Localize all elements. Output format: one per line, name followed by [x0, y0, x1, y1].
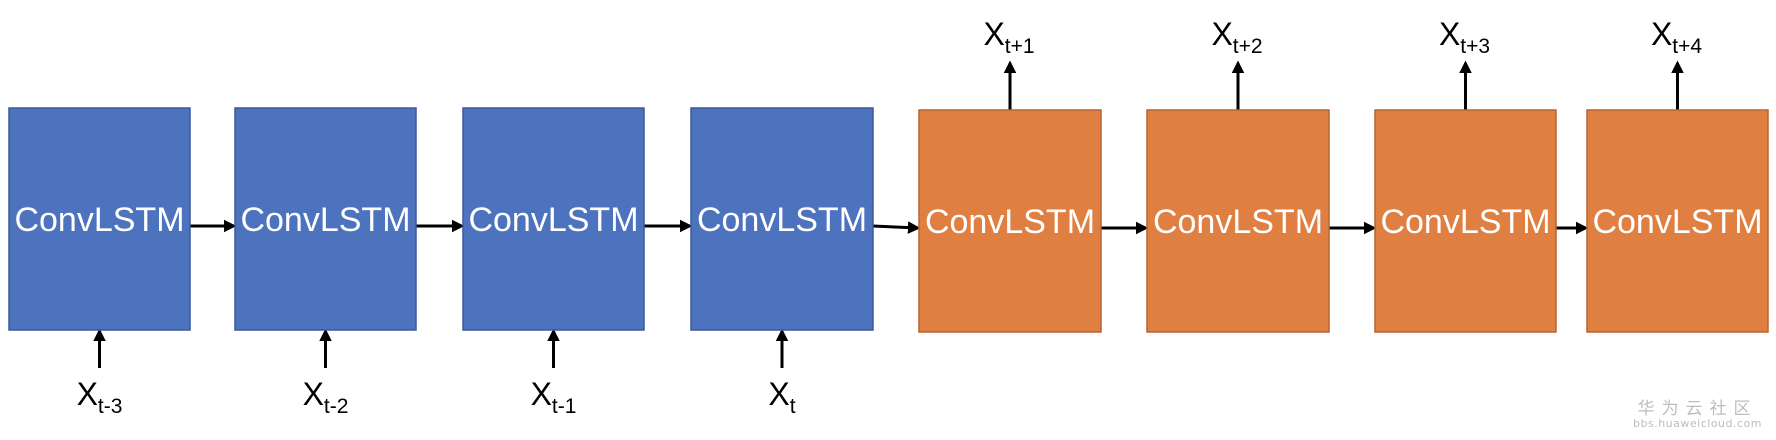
var-base: X — [1439, 16, 1460, 52]
var-base: X — [768, 376, 789, 412]
output-label-4: Xt+4 — [1651, 16, 1702, 58]
output-label-2: Xt+2 — [1211, 16, 1262, 58]
input-label-2: Xt-2 — [303, 376, 349, 418]
output-label-1: Xt+1 — [983, 16, 1034, 58]
convlstm-cell-2: ConvLSTM — [234, 107, 417, 331]
convlstm-cell-8: ConvLSTM — [1586, 109, 1769, 333]
input-label-1: Xt-3 — [77, 376, 123, 418]
cell-label: ConvLSTM — [1153, 203, 1323, 241]
var-base: X — [1651, 16, 1672, 52]
convlstm-cell-4: ConvLSTM — [690, 107, 874, 331]
cell-label: ConvLSTM — [1592, 203, 1762, 241]
var-subscript: t-3 — [98, 395, 123, 418]
var-base: X — [983, 16, 1004, 52]
cell-label: ConvLSTM — [14, 201, 184, 239]
cell-label: ConvLSTM — [697, 201, 867, 239]
var-base: X — [1211, 16, 1232, 52]
var-subscript: t+4 — [1672, 35, 1702, 58]
var-subscript: t+1 — [1005, 35, 1035, 58]
watermark-title: 华为云社区 — [1637, 398, 1758, 419]
var-base: X — [77, 376, 98, 412]
output-label-3: Xt+3 — [1439, 16, 1490, 58]
watermark-url: bbs.huaweicloud.com — [1633, 417, 1762, 431]
convlstm-cell-6: ConvLSTM — [1146, 109, 1330, 333]
input-label-3: Xt-1 — [531, 376, 577, 418]
cell-box — [1374, 109, 1557, 333]
convlstm-cell-3: ConvLSTM — [462, 107, 645, 331]
convlstm-cell-5: ConvLSTM — [918, 109, 1102, 333]
cell-box — [1586, 109, 1769, 333]
var-subscript: t-1 — [552, 395, 577, 418]
cell-box — [8, 107, 191, 331]
cell-box — [918, 109, 1102, 333]
cell-label: ConvLSTM — [468, 201, 638, 239]
connectors — [93, 60, 1684, 368]
input-label-4: Xt — [768, 376, 795, 418]
state-arrow-4 — [872, 221, 921, 234]
var-base: X — [303, 376, 324, 412]
convlstm-cell-7: ConvLSTM — [1374, 109, 1557, 333]
cell-box — [462, 107, 645, 331]
var-subscript: t+2 — [1233, 35, 1263, 58]
cell-label: ConvLSTM — [925, 203, 1095, 241]
convlstm-cell-1: ConvLSTM — [8, 107, 191, 331]
cell-box — [690, 107, 874, 331]
var-subscript: t-2 — [324, 395, 349, 418]
var-base: X — [531, 376, 552, 412]
var-subscript: t — [790, 395, 796, 418]
cell-box — [234, 107, 417, 331]
cells: ConvLSTM ConvLSTM ConvLSTM ConvLSTM ConvLSTM… — [8, 107, 1769, 333]
watermark: 华为云社区 bbs.huaweicloud.com — [1633, 398, 1762, 431]
cell-label: ConvLSTM — [240, 201, 410, 239]
var-subscript: t+3 — [1460, 35, 1490, 58]
cell-box — [1146, 109, 1330, 333]
cell-label: ConvLSTM — [1380, 203, 1550, 241]
